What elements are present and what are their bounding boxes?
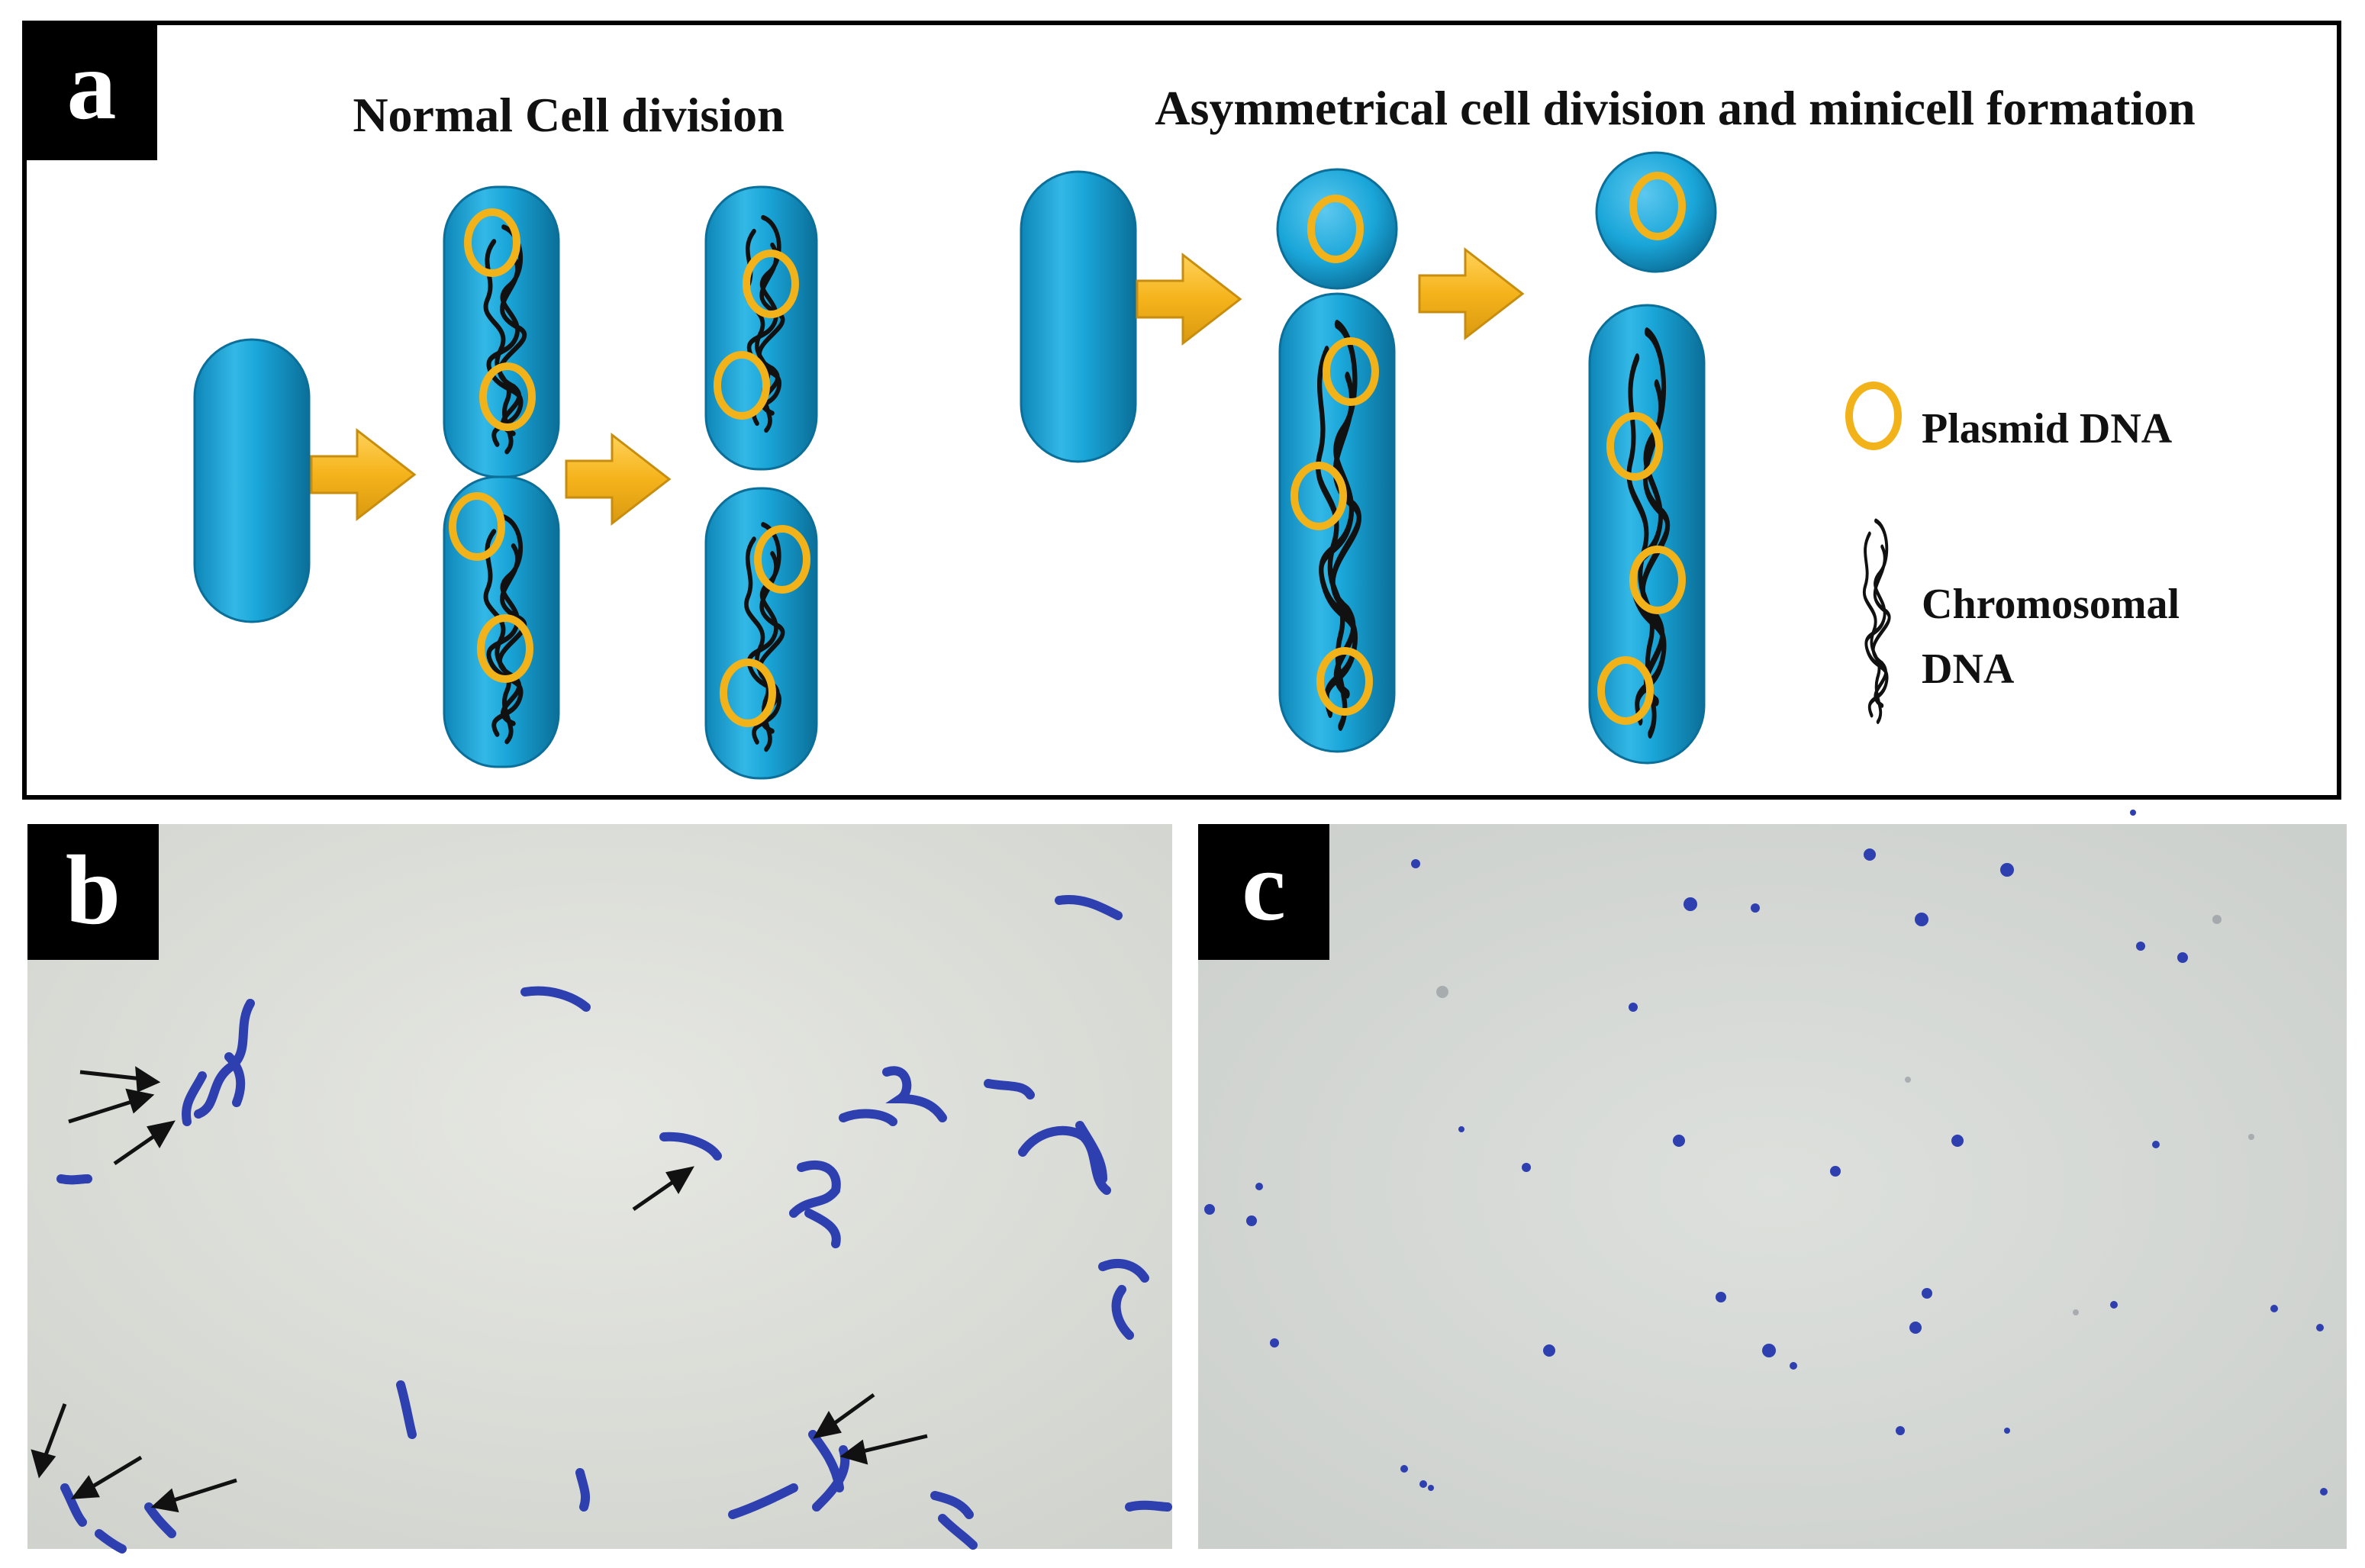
panel-c-background xyxy=(1198,824,2347,1549)
plasmid-ring-icon xyxy=(1323,337,1379,406)
forming-minicell xyxy=(1276,168,1398,290)
panel-c-micrograph: c xyxy=(1198,810,2347,1549)
plasmid-ring-icon xyxy=(449,492,505,561)
pointer-arrow-icon xyxy=(150,1488,179,1513)
plasmid-ring-icon xyxy=(1845,382,1902,450)
plasmid-ring-icon xyxy=(754,525,810,594)
panel-b-background xyxy=(27,824,1172,1549)
legend-chromosomal-label: Chromosomal xyxy=(1922,581,2180,628)
plasmid-ring-icon xyxy=(479,362,536,431)
dividing-cell-pair xyxy=(443,185,560,768)
pointer-arrow-icon xyxy=(70,1475,100,1499)
rod-chains xyxy=(56,895,1172,1554)
panel-a-label-box xyxy=(26,24,157,160)
minicell-dots xyxy=(1204,810,2328,1496)
plasmid-ring-icon xyxy=(714,351,770,420)
separated-daughter-cells xyxy=(704,185,818,780)
legend-plasmid-label: Plasmid DNA xyxy=(1922,405,2173,452)
plasmid-ring-icon xyxy=(1629,546,1686,614)
plasmid-ring-icon xyxy=(743,250,799,318)
pointer-arrow-icon xyxy=(125,1088,155,1114)
panel-a-label: a xyxy=(67,31,117,140)
panel-b-micrograph: b xyxy=(27,824,1172,1554)
plasmid-ring-icon xyxy=(1316,647,1373,716)
plasmid-ring-icon xyxy=(1290,462,1347,530)
minicell-and-rod xyxy=(1588,151,1717,765)
plasmid-ring-icon xyxy=(1629,172,1686,240)
parent-cell xyxy=(193,338,311,623)
legend: Plasmid DNA Chromosomal DNA xyxy=(1845,382,2180,722)
plasmid-ring-icon xyxy=(720,658,776,727)
faint-specks xyxy=(1436,915,2254,1315)
plasmid-ring-icon xyxy=(1307,195,1364,263)
plasmid-ring-icon xyxy=(1606,412,1663,481)
normal-division-title: Normal Cell division xyxy=(353,88,784,142)
panel-b-label: b xyxy=(66,836,121,945)
pointer-arrows xyxy=(31,1066,928,1513)
legend-chromosomal-label-2: DNA xyxy=(1922,646,2015,693)
plasmid-ring-icon xyxy=(1597,656,1654,725)
asym-parent-cell xyxy=(1020,170,1137,463)
pointer-arrow-icon xyxy=(813,1411,842,1439)
panel-c-label: c xyxy=(1242,832,1286,942)
plasmid-ring-icon xyxy=(477,614,533,683)
panel-c-label-box xyxy=(1198,824,1329,960)
pointer-arrow-icon xyxy=(135,1066,161,1093)
asym-dividing-cell xyxy=(1276,168,1398,753)
asymmetrical-division-title: Asymmetrical cell division and minicell … xyxy=(1155,81,2195,135)
pointer-arrow-icon xyxy=(665,1166,694,1194)
panel-b-label-box xyxy=(27,824,159,960)
minicell xyxy=(1595,151,1717,273)
pointer-arrow-icon xyxy=(147,1120,176,1148)
plasmid-ring-icon xyxy=(464,208,520,277)
pointer-arrow-icon xyxy=(839,1439,868,1465)
panel-a-frame xyxy=(22,21,2341,800)
pointer-arrow-icon xyxy=(31,1449,56,1479)
